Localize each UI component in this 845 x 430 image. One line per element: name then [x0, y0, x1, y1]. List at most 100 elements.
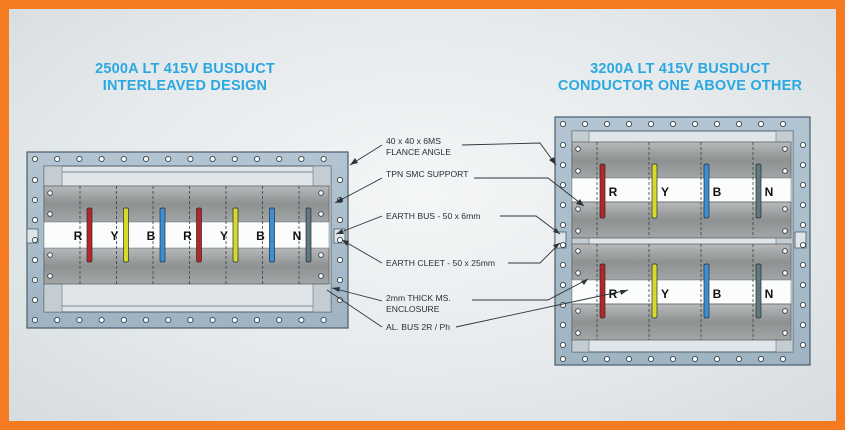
leader-enclosure-left	[331, 287, 383, 302]
bolt-hole	[318, 252, 324, 258]
arrowhead	[581, 279, 588, 285]
leader-smc-right	[474, 177, 585, 207]
leader-albus-left	[326, 289, 383, 328]
bolt-hole	[98, 316, 105, 324]
bolt-hole	[120, 316, 127, 324]
bolt-hole	[603, 355, 611, 363]
bolt-hole	[559, 120, 567, 128]
bolt-hole	[209, 316, 216, 324]
bolt-hole	[782, 228, 788, 234]
bolt-hole	[691, 120, 699, 128]
phase-label-lower-R: R	[609, 287, 618, 301]
bolt-hole	[559, 261, 567, 269]
bolt-hole	[47, 252, 53, 258]
bolt-hole	[231, 316, 238, 324]
conductor-upper-Y	[651, 163, 658, 219]
phase-label-lower-Y: Y	[661, 287, 669, 301]
bolt-hole	[782, 330, 788, 336]
bolt-hole	[559, 221, 567, 229]
bolt-hole	[782, 168, 788, 174]
bolt-hole	[647, 355, 655, 363]
right-smc-support-4	[571, 303, 792, 341]
annotation-smc: TPN SMC SUPPORT	[386, 169, 469, 179]
bolt-hole	[165, 155, 172, 163]
bolt-hole	[575, 330, 581, 336]
phase-label-Y: Y	[220, 229, 228, 243]
annotation-flange-line1: 40 x 40 x 6MS	[386, 136, 441, 146]
bolt-hole	[298, 155, 305, 163]
leader-earthbus-right	[500, 215, 561, 235]
bolt-hole	[782, 308, 788, 314]
bolt-hole	[559, 241, 567, 249]
bolt-hole	[31, 216, 39, 224]
conductor-lower-B	[703, 263, 710, 319]
bolt-hole	[31, 196, 39, 204]
bolt-hole	[691, 355, 699, 363]
bolt-hole	[782, 146, 788, 152]
bolt-hole	[276, 316, 283, 324]
leader-earthbus-left	[335, 215, 383, 235]
conductor-upper-N	[755, 163, 762, 219]
phase-label-R: R	[74, 229, 83, 243]
bolt-hole	[31, 276, 39, 284]
arrowhead	[576, 199, 584, 206]
phase-label-lower-N: N	[765, 287, 774, 301]
conductor-N	[305, 207, 312, 263]
bolt-hole	[581, 120, 589, 128]
bolt-hole	[799, 241, 807, 249]
conductor-R	[196, 207, 202, 263]
right-title-line2: CONDUCTOR ONE ABOVE OTHER	[557, 78, 803, 94]
bolt-hole	[575, 270, 581, 276]
phase-label-upper-Y: Y	[661, 185, 669, 199]
bolt-hole	[559, 341, 567, 349]
bolt-hole	[231, 155, 238, 163]
bolt-hole	[253, 155, 261, 163]
bolt-hole	[575, 248, 581, 254]
bolt-hole	[799, 281, 807, 289]
bolt-hole	[187, 316, 194, 324]
left-title-line2: INTERLEAVED DESIGN	[102, 78, 268, 94]
bolt-hole	[276, 155, 283, 163]
arrowhead	[549, 157, 556, 165]
leader-flange-right	[461, 142, 557, 166]
annotation-earth-cleet: EARTH CLEET - 50 x 25mm	[386, 258, 495, 268]
bolt-hole	[779, 355, 787, 363]
left-earth-cleet	[26, 228, 39, 244]
phase-label-B: B	[147, 229, 156, 243]
bolt-hole	[336, 216, 344, 224]
conductor-R	[86, 207, 93, 263]
bolt-hole	[559, 321, 567, 329]
annotation-al-bus: AL. BUS 2R / Ph	[386, 322, 450, 332]
bolt-hole	[799, 141, 807, 149]
bolt-hole	[76, 155, 83, 163]
bolt-hole	[625, 120, 633, 128]
bolt-hole	[187, 155, 194, 163]
bolt-hole	[559, 201, 567, 209]
phase-label-upper-R: R	[609, 185, 618, 199]
bolt-hole	[209, 155, 216, 163]
conductor-B	[269, 207, 275, 263]
conductor-lower-Y	[651, 263, 658, 319]
bolt-hole	[575, 168, 581, 174]
bolt-hole	[298, 316, 305, 324]
bolt-hole	[669, 120, 677, 128]
left-panel-title: 2500A LT 415V BUSDUCT INTERLEAVED DESIGN	[60, 61, 310, 95]
bolt-hole	[98, 155, 105, 163]
annotation-leaders	[326, 142, 629, 328]
phase-label-upper-N: N	[765, 185, 774, 199]
phase-label-lower-B: B	[713, 287, 722, 301]
conductor-lower-R	[599, 263, 606, 319]
leader-smc-left	[334, 177, 383, 204]
annotation-enclosure-line1: 2mm THICK MS.	[386, 293, 451, 303]
bolt-hole	[799, 261, 807, 269]
bolt-hole	[47, 273, 53, 279]
arrowhead	[332, 287, 340, 292]
bolt-hole	[142, 155, 150, 163]
bolt-hole	[559, 161, 567, 169]
bolt-hole	[318, 273, 324, 279]
conductor-lower-N	[755, 263, 762, 319]
